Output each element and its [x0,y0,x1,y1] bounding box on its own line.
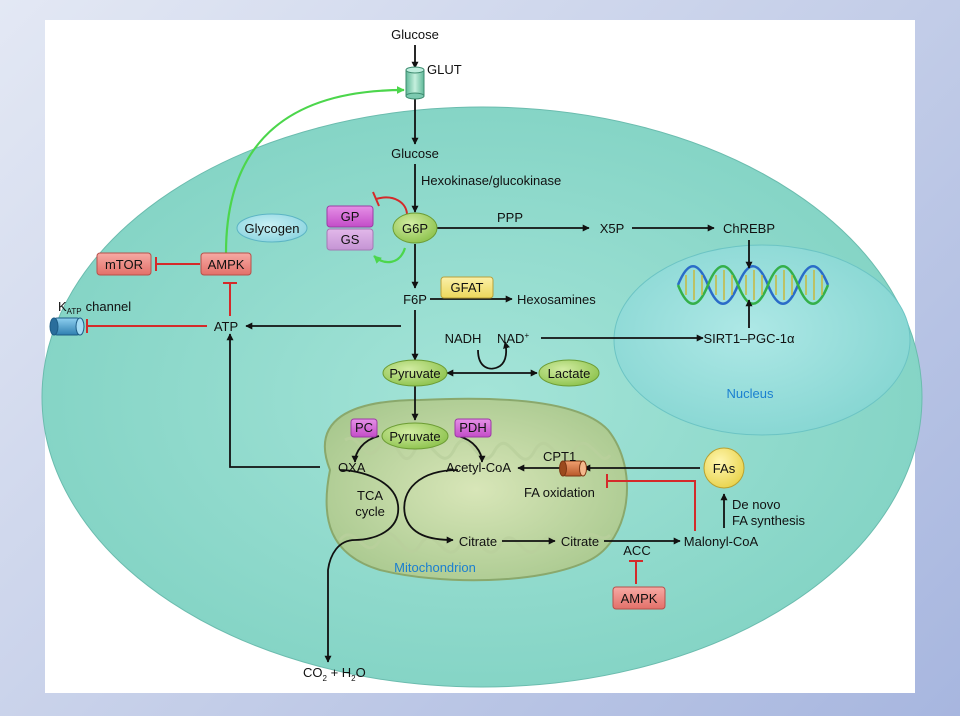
fa-oxidation-label: FA oxidation [524,485,595,500]
cpt1-transporter-icon [559,460,587,477]
atp-label: ATP [214,319,238,334]
malonyl-coa-label: Malonyl-CoA [684,534,759,549]
glycogen-label: Glycogen [245,221,300,236]
dna-helix-icon [676,265,830,305]
fas-node [703,447,745,489]
ampk-bottom-label: AMPK [621,591,658,606]
co2-subscript: 2 [323,674,328,683]
pc-enzyme-box [350,418,378,438]
gp-label: GP [341,209,360,224]
citrate-mito-label: Citrate [459,534,497,549]
tca-label-line2: cycle [355,504,385,519]
chrebp-label: ChREBP [723,221,775,236]
mitochondrion-label: Mitochondrion [394,560,476,575]
oxa-label: OXA [338,460,366,475]
mtor-label: mTOR [105,257,143,272]
nucleus-label: Nucleus [727,386,774,401]
g6p-node [392,212,438,244]
glucose-outside-label: Glucose [391,27,439,42]
ppp-label: PPP [497,210,523,225]
citrate-cyto-label: Citrate [561,534,599,549]
cpt1-label: CPT1 [543,449,576,464]
f6p-label: F6P [403,292,427,307]
inhibition-lines [86,191,696,584]
acc-label: ACC [623,543,650,558]
de-novo-label-line1: De novo [732,497,780,512]
pyruvate-mito-label: Pyruvate [389,429,440,444]
glycogen-node [236,213,308,243]
pdh-label: PDH [459,420,486,435]
ampk-box-top [200,252,252,276]
g6p-label: G6P [402,221,428,236]
activation-arrows [224,86,407,264]
hexosamines-label: Hexosamines [517,292,596,307]
sirt1-pgc1a-label: SIRT1–PGC-1α [703,331,795,346]
fas-label: FAs [713,461,736,476]
o-text: O [356,665,366,680]
pathway-arrows [226,45,753,663]
nad-label: NAD+ [497,331,529,346]
katp-subscript: ATP [67,307,82,316]
x5p-label: X5P [600,221,625,236]
pc-label: PC [355,420,373,435]
hexokinase-label: Hexokinase/glucokinase [421,173,561,188]
nadh-label: NADH [445,331,482,346]
gfat-label: GFAT [451,280,484,295]
tca-label-line1: TCA [357,488,383,503]
gfat-box [440,276,494,299]
plus-h-text: + H [327,665,351,680]
pyruvate-cyto-label: Pyruvate [389,366,440,381]
pdh-enzyme-box [454,418,492,438]
gs-label: GS [341,232,360,247]
glut-transporter-icon [405,66,425,100]
katp-k: K [58,299,67,314]
ampk-top-label: AMPK [208,257,245,272]
cell [41,106,923,688]
co2-h2o-label: CO2 + H2O [303,665,366,683]
ampk-box-bottom [612,586,666,610]
de-novo-label-line2: FA synthesis [732,513,805,528]
gp-enzyme-box [326,205,374,228]
h2o-subscript: 2 [351,674,356,683]
nad-text: NAD [497,331,524,346]
co-text: CO [303,665,323,680]
katp-channel-icon [49,317,85,336]
katp-channel-word: channel [86,299,132,314]
pyruvate-mito-node [381,422,449,450]
pyruvate-cyto-node [382,359,448,387]
glucose-inside-label: Glucose [391,146,439,161]
lactate-label: Lactate [548,366,591,381]
katp-channel-label: KATP channel [58,299,131,316]
glut-label: GLUT [427,62,462,77]
mtor-box [96,252,152,276]
acetyl-coa-label: Acetyl-CoA [446,460,511,475]
lactate-node [538,359,600,387]
gs-enzyme-box [326,228,374,251]
nad-superscript: + [524,331,529,340]
nucleus-shape [613,244,911,436]
